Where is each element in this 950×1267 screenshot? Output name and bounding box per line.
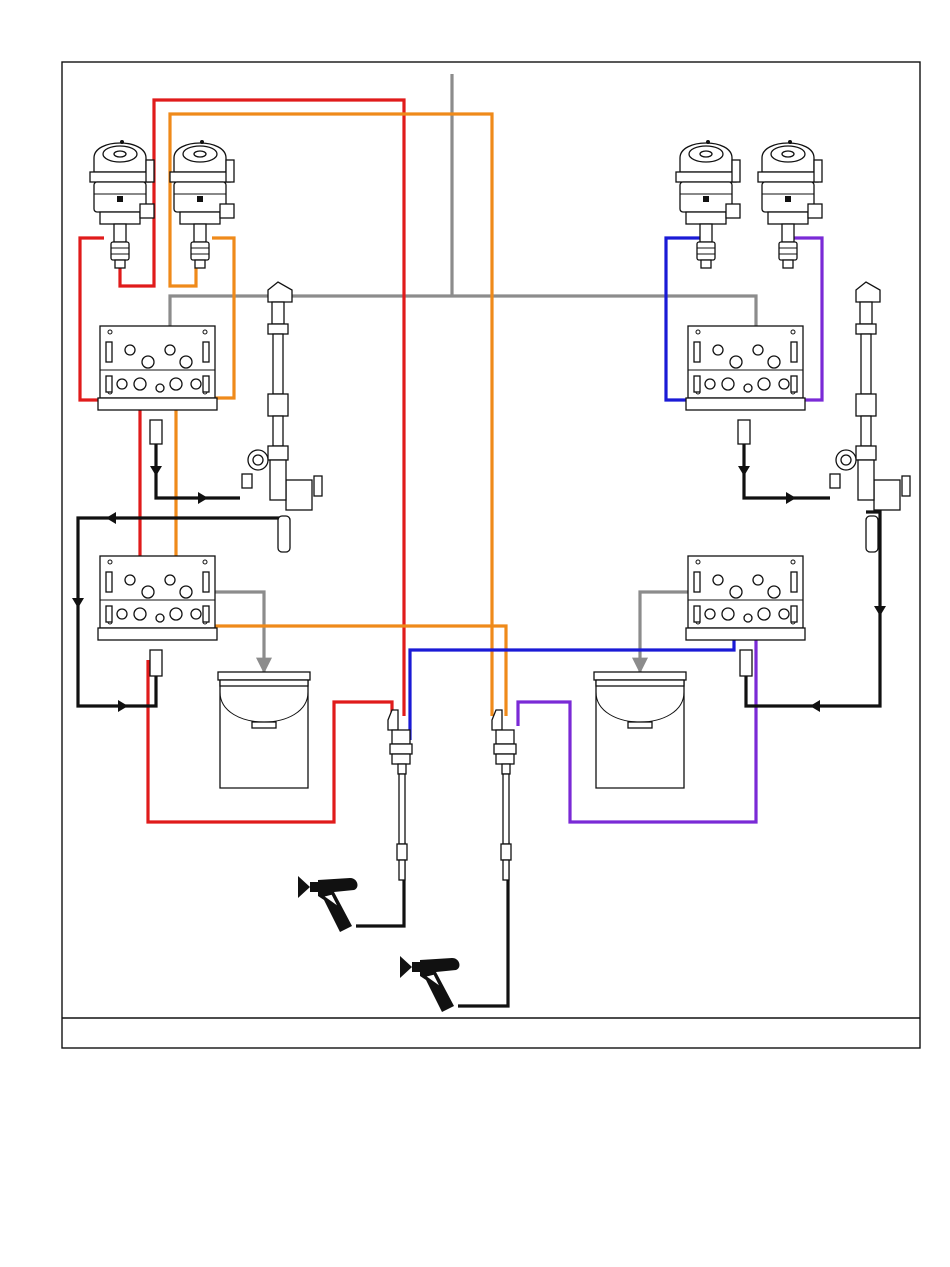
black-flow-lines bbox=[78, 444, 880, 1006]
spray-gun-left bbox=[298, 876, 357, 932]
spray-gun-right bbox=[400, 956, 459, 1012]
manifold-lower-right bbox=[686, 556, 805, 640]
mix-block-left bbox=[388, 710, 412, 880]
manifold-upper-right bbox=[686, 326, 805, 410]
mix-block-right bbox=[492, 710, 516, 880]
manifold-lower-left bbox=[98, 556, 217, 640]
waste-pail-right bbox=[594, 672, 686, 788]
waste-pail-left bbox=[218, 672, 310, 788]
blue-line bbox=[410, 238, 734, 740]
pump-right-purple bbox=[758, 140, 822, 268]
manifold-outlet-stubs bbox=[150, 420, 752, 676]
gray-air-lines bbox=[166, 74, 760, 672]
pump-left-orange bbox=[170, 140, 234, 268]
air-regulator-left bbox=[242, 282, 322, 552]
manifold-upper-left bbox=[98, 326, 217, 410]
pump-left-red bbox=[90, 140, 154, 268]
pump-right-blue bbox=[676, 140, 740, 268]
